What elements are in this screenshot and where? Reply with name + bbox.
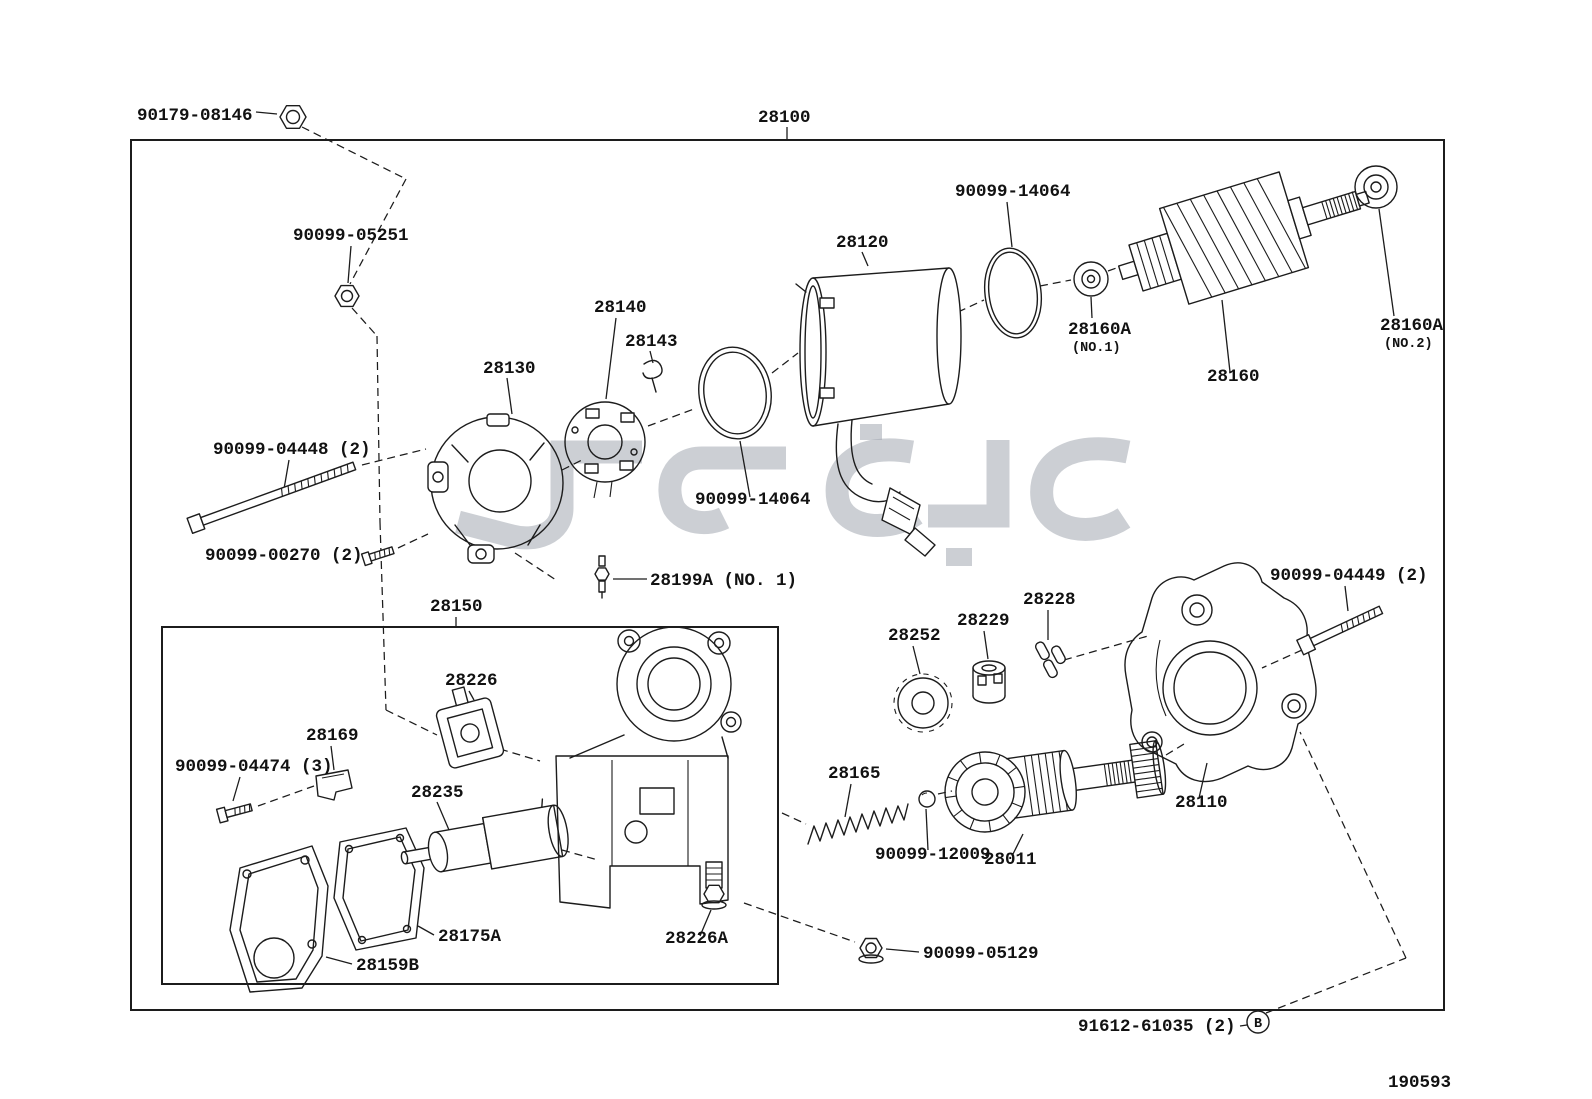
label-28120: 28120 xyxy=(836,233,889,253)
bearing-28160a-no2-drawing xyxy=(1354,165,1398,209)
armature-28160-drawing xyxy=(1117,171,1370,305)
yoke-28120-drawing xyxy=(795,267,962,557)
label-28143: 28143 xyxy=(625,332,678,352)
label-91612-61035: 91612-61035 (2) xyxy=(1078,1017,1236,1037)
oring-90099-14064-lower-drawing xyxy=(698,346,772,440)
label-28160a-no1-note: (NO.1) xyxy=(1072,341,1121,356)
leader-lines xyxy=(232,111,1395,1027)
magnet-switch-28235-drawing xyxy=(400,798,569,873)
label-90099-04474: 90099-04474 (3) xyxy=(175,757,333,777)
label-28199a: 28199A (NO. 1) xyxy=(650,571,797,591)
clutch-28011-drawing xyxy=(944,740,1167,833)
label-28228: 28228 xyxy=(1023,590,1076,610)
screw-90099-00270-drawing xyxy=(360,546,395,567)
label-90099-14064-lower: 90099-14064 xyxy=(695,490,811,510)
label-28160: 28160 xyxy=(1207,367,1260,387)
screw-90099-04474-drawing xyxy=(215,803,253,824)
terminal-28226a-drawing xyxy=(701,861,727,910)
clip-28143-drawing xyxy=(642,359,663,393)
label-ref-b: B xyxy=(1254,1017,1262,1032)
bolt-90099-04449-drawing xyxy=(1296,605,1384,656)
label-90099-04448: 90099-04448 (2) xyxy=(213,440,371,460)
watermark xyxy=(455,424,1131,566)
through-bolt-90099-04448-drawing xyxy=(186,461,357,535)
bearing-28160a-no1-drawing xyxy=(1073,261,1109,297)
label-90099-04449: 90099-04449 (2) xyxy=(1270,566,1428,586)
label-90179-08146: 90179-08146 xyxy=(137,106,253,126)
label-28169: 28169 xyxy=(306,726,359,746)
terminal-28226-drawing xyxy=(435,686,505,769)
label-28140: 28140 xyxy=(594,298,647,318)
nut-90099-05129-drawing xyxy=(858,937,884,964)
label-90099-05129: 90099-05129 xyxy=(923,944,1039,964)
label-28159b: 28159B xyxy=(356,956,420,976)
hex-nut-90179-08146-drawing xyxy=(279,104,307,130)
label-28160a-no1: 28160A xyxy=(1068,320,1132,340)
label-28165: 28165 xyxy=(828,764,881,784)
label-28150: 28150 xyxy=(430,597,483,617)
label-28175a: 28175A xyxy=(438,927,502,947)
housing-28130-drawing xyxy=(427,413,564,564)
label-28226a: 28226A xyxy=(665,929,729,949)
label-90099-05251: 90099-05251 xyxy=(293,226,409,246)
gasket-28175a-drawing xyxy=(333,827,425,951)
gear-28252-drawing xyxy=(893,673,953,733)
ball-90099-12009-drawing xyxy=(918,790,936,808)
label-28160a-no2-note: (NO.2) xyxy=(1384,337,1433,352)
spring-28165-drawing xyxy=(807,803,909,845)
gasket-28159b-drawing xyxy=(229,845,329,993)
label-28252: 28252 xyxy=(888,626,941,646)
label-28011: 28011 xyxy=(984,850,1037,870)
part-28199a-drawing xyxy=(594,555,610,599)
hex-nut-90099-05251-drawing xyxy=(334,284,360,308)
label-90099-00270: 90099-00270 (2) xyxy=(205,546,363,566)
retainer-28229-drawing xyxy=(972,660,1006,704)
label-28226: 28226 xyxy=(445,671,498,691)
subassembly-28150-box xyxy=(161,626,779,985)
label-28100: 28100 xyxy=(758,108,811,128)
figure-number: 190593 xyxy=(1388,1073,1451,1093)
label-28130: 28130 xyxy=(483,359,536,379)
reference-b-circle xyxy=(1246,1010,1270,1034)
oring-90099-14064-upper-drawing xyxy=(983,247,1043,339)
label-28110: 28110 xyxy=(1175,793,1228,813)
rollers-28228-drawing xyxy=(1034,641,1066,679)
label-28160a-no2: 28160A xyxy=(1380,316,1444,336)
center-housing-28150-drawing xyxy=(555,626,742,909)
bracket-28169-drawing xyxy=(315,769,353,801)
label-28235: 28235 xyxy=(411,783,464,803)
bracket-28110-drawing xyxy=(1124,562,1317,783)
assembly-dashed-lines xyxy=(257,126,1407,1014)
label-90099-14064-upper: 90099-14064 xyxy=(955,182,1071,202)
label-90099-12009: 90099-12009 xyxy=(875,845,991,865)
label-28229: 28229 xyxy=(957,611,1010,631)
brush-holder-28140-drawing xyxy=(564,401,646,499)
